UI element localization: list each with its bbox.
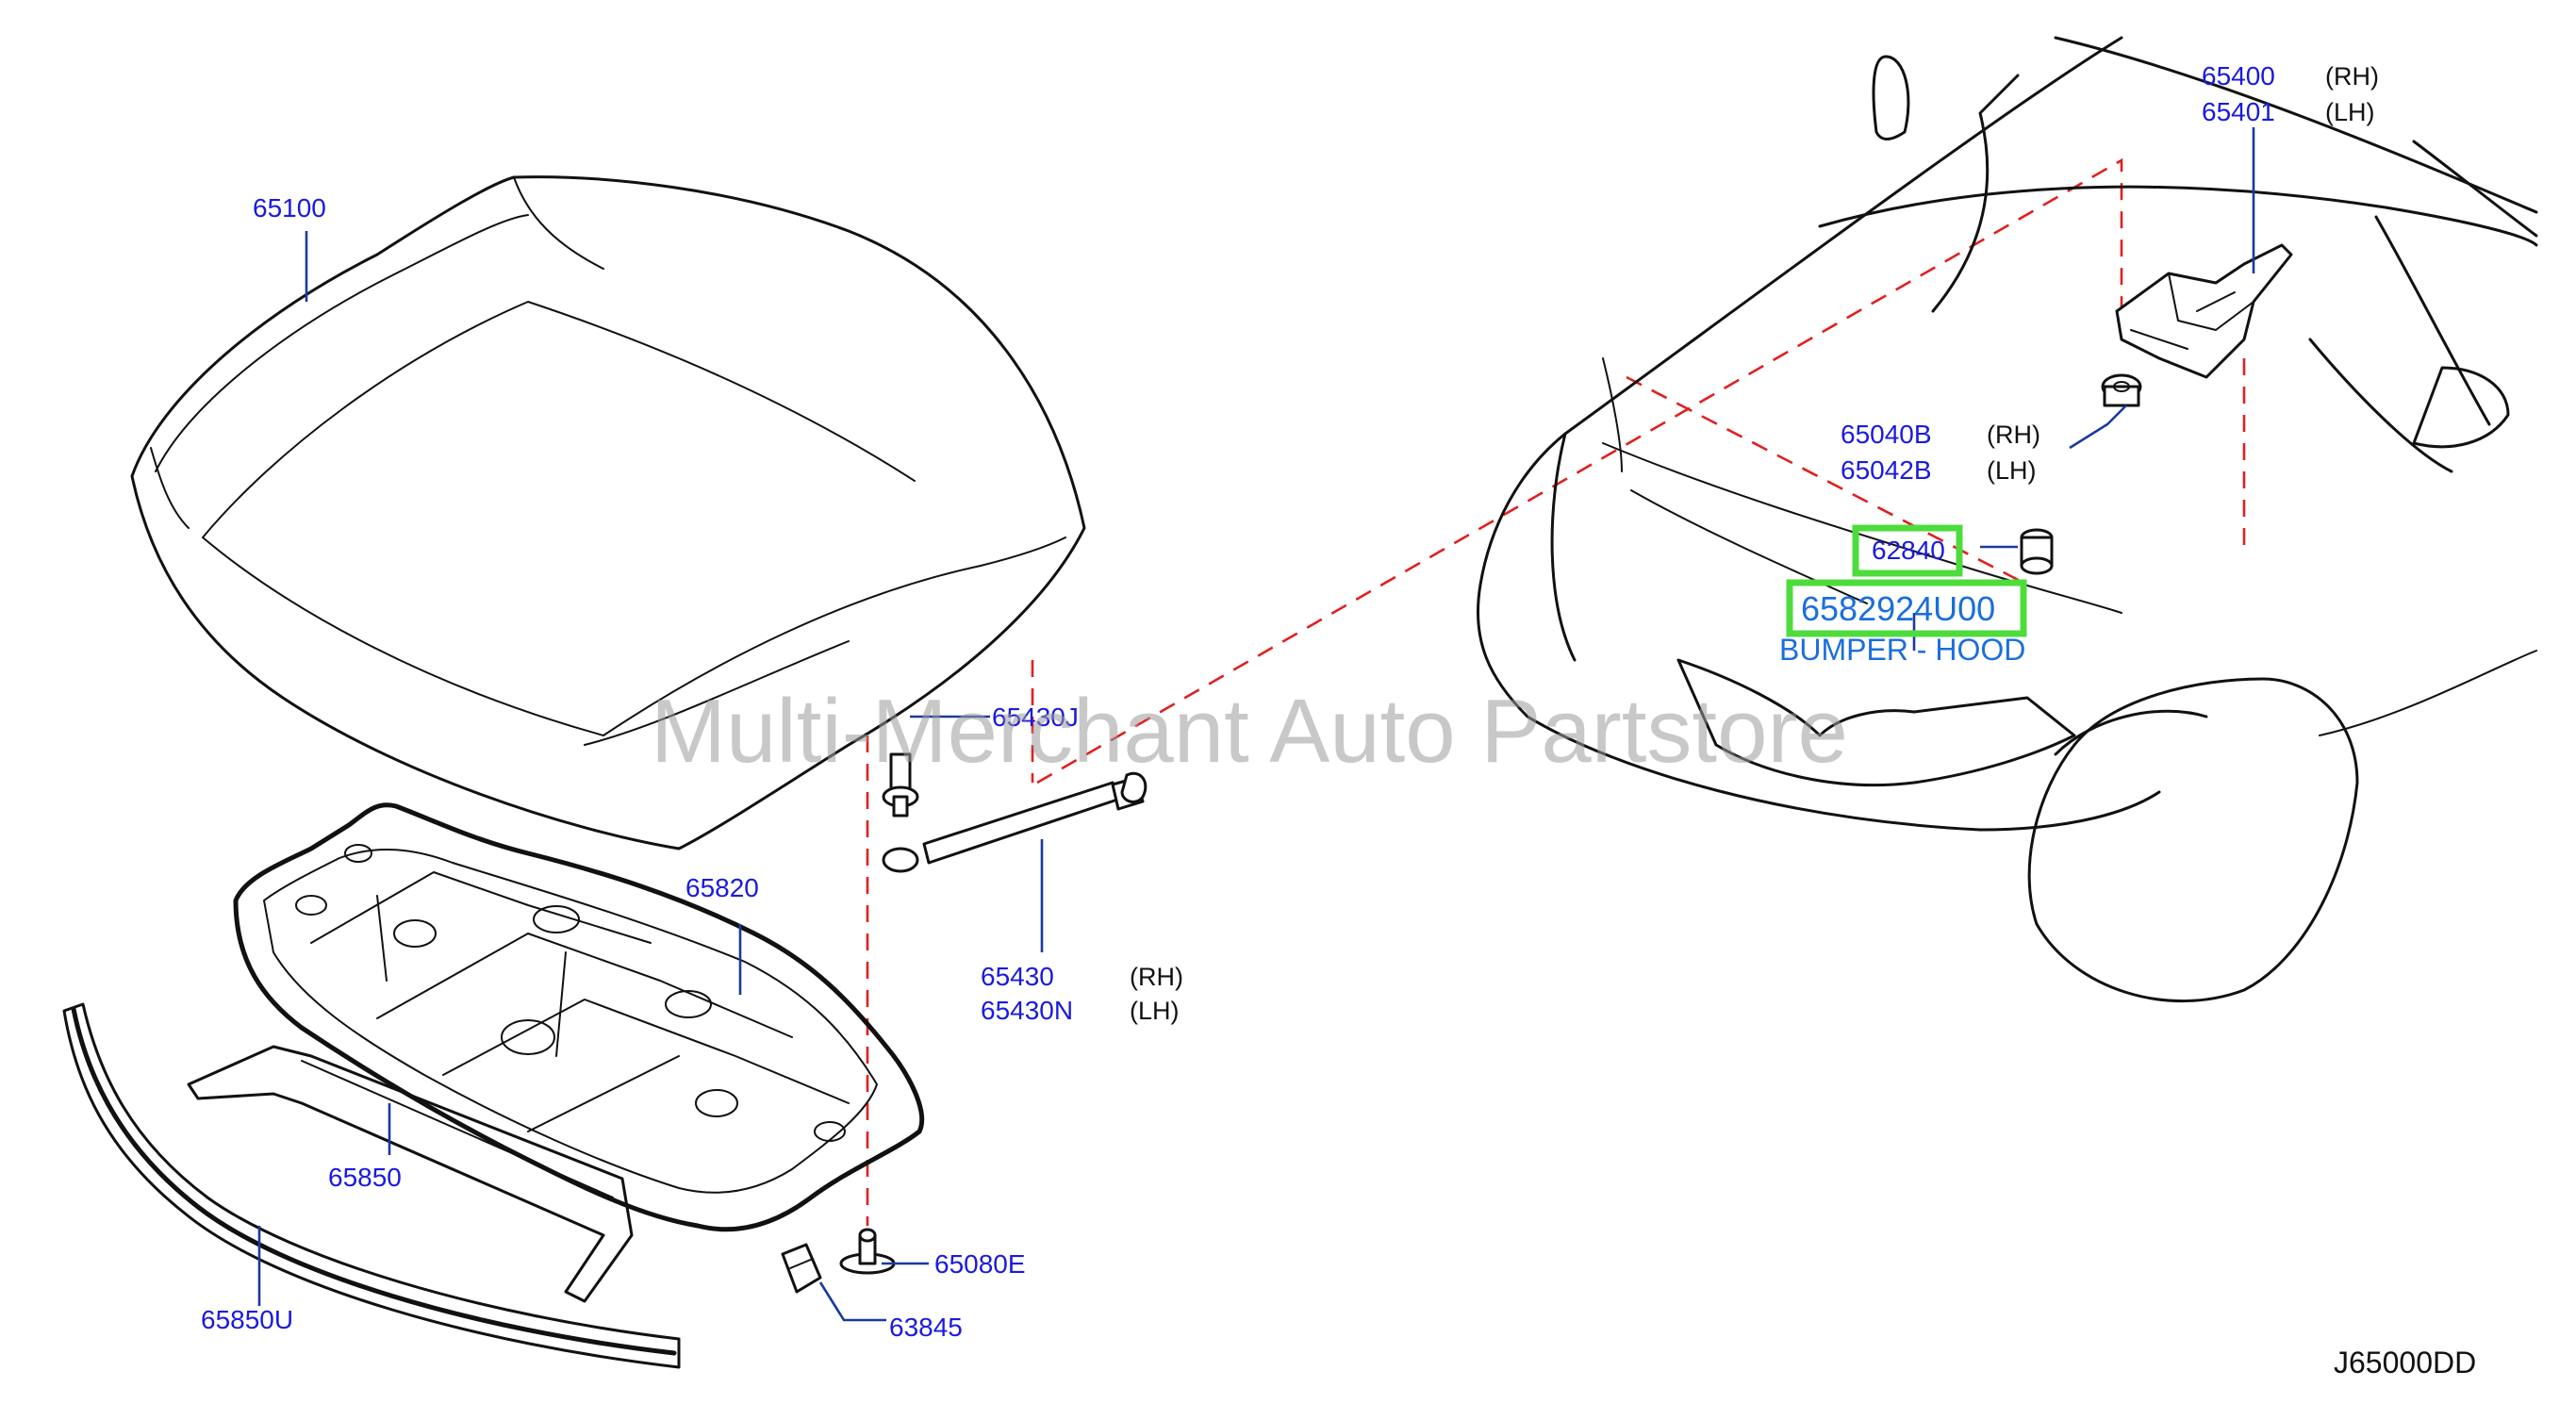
label-grommet: 65080E [934,1249,1026,1279]
hinge-nut [2101,373,2142,407]
hood-insulator [233,802,925,1232]
label-bumper-rubber: 62840 [1872,536,1945,565]
stay-ball-stud [882,752,919,818]
highlight-box-main [1786,579,2027,637]
leader-lines [257,127,2255,1322]
label-stay-rh: 65430 [981,962,1054,991]
label-nut-rh: 65040B [1841,420,1932,449]
label-stay-rh-side: (RH) [1130,963,1183,991]
highlighted-part-description: BUMPER - HOOD [1779,633,2025,667]
label-clip: 63845 [889,1313,963,1342]
label-hinge-lh-side: (LH) [2325,98,2375,126]
label-stay-stud: 65430J [992,702,1079,732]
label-nut-lh-side: (LH) [1987,456,2037,485]
watermark-text: Multi-Merchant Auto Partstore [651,681,1848,782]
highlight-box-62840 [1852,524,1963,577]
highlighted-part[interactable]: 6582924U00 BUMPER - HOOD [1779,579,2027,667]
retainer-clip [781,1243,822,1294]
label-nut-lh: 65042B [1841,455,1932,485]
hood-front-seal [187,1045,634,1303]
label-front-seal: 65850 [328,1163,402,1192]
hood-hinge [2115,243,2293,379]
label-hood: 65100 [253,193,326,223]
part-labels: 65100 65820 65850 65850U 63845 65080E 65… [201,61,2379,1342]
label-hood-insulator: 65820 [685,873,759,902]
label-hinge-lh: 65401 [2202,97,2275,126]
hood-lower-seal [62,1002,681,1369]
hood-gas-stay [882,771,1148,873]
drawing-code: J65000DD [2334,1346,2476,1379]
label-nut-rh-side: (RH) [1987,421,2040,449]
hood-panel [130,175,1086,851]
label-hinge-rh-side: (RH) [2325,62,2379,91]
clip-grommet [839,1228,896,1275]
vehicle-outline [1476,36,2538,1002]
label-hinge-rh: 65400 [2202,61,2275,91]
label-stay-lh: 65430N [981,996,1073,1025]
label-stay-lh-side: (LH) [1130,997,1180,1025]
label-lower-seal: 65850U [201,1305,293,1334]
hood-bumper-rubber [2020,528,2054,575]
highlighted-part-number[interactable]: 6582924U00 [1801,589,1995,628]
